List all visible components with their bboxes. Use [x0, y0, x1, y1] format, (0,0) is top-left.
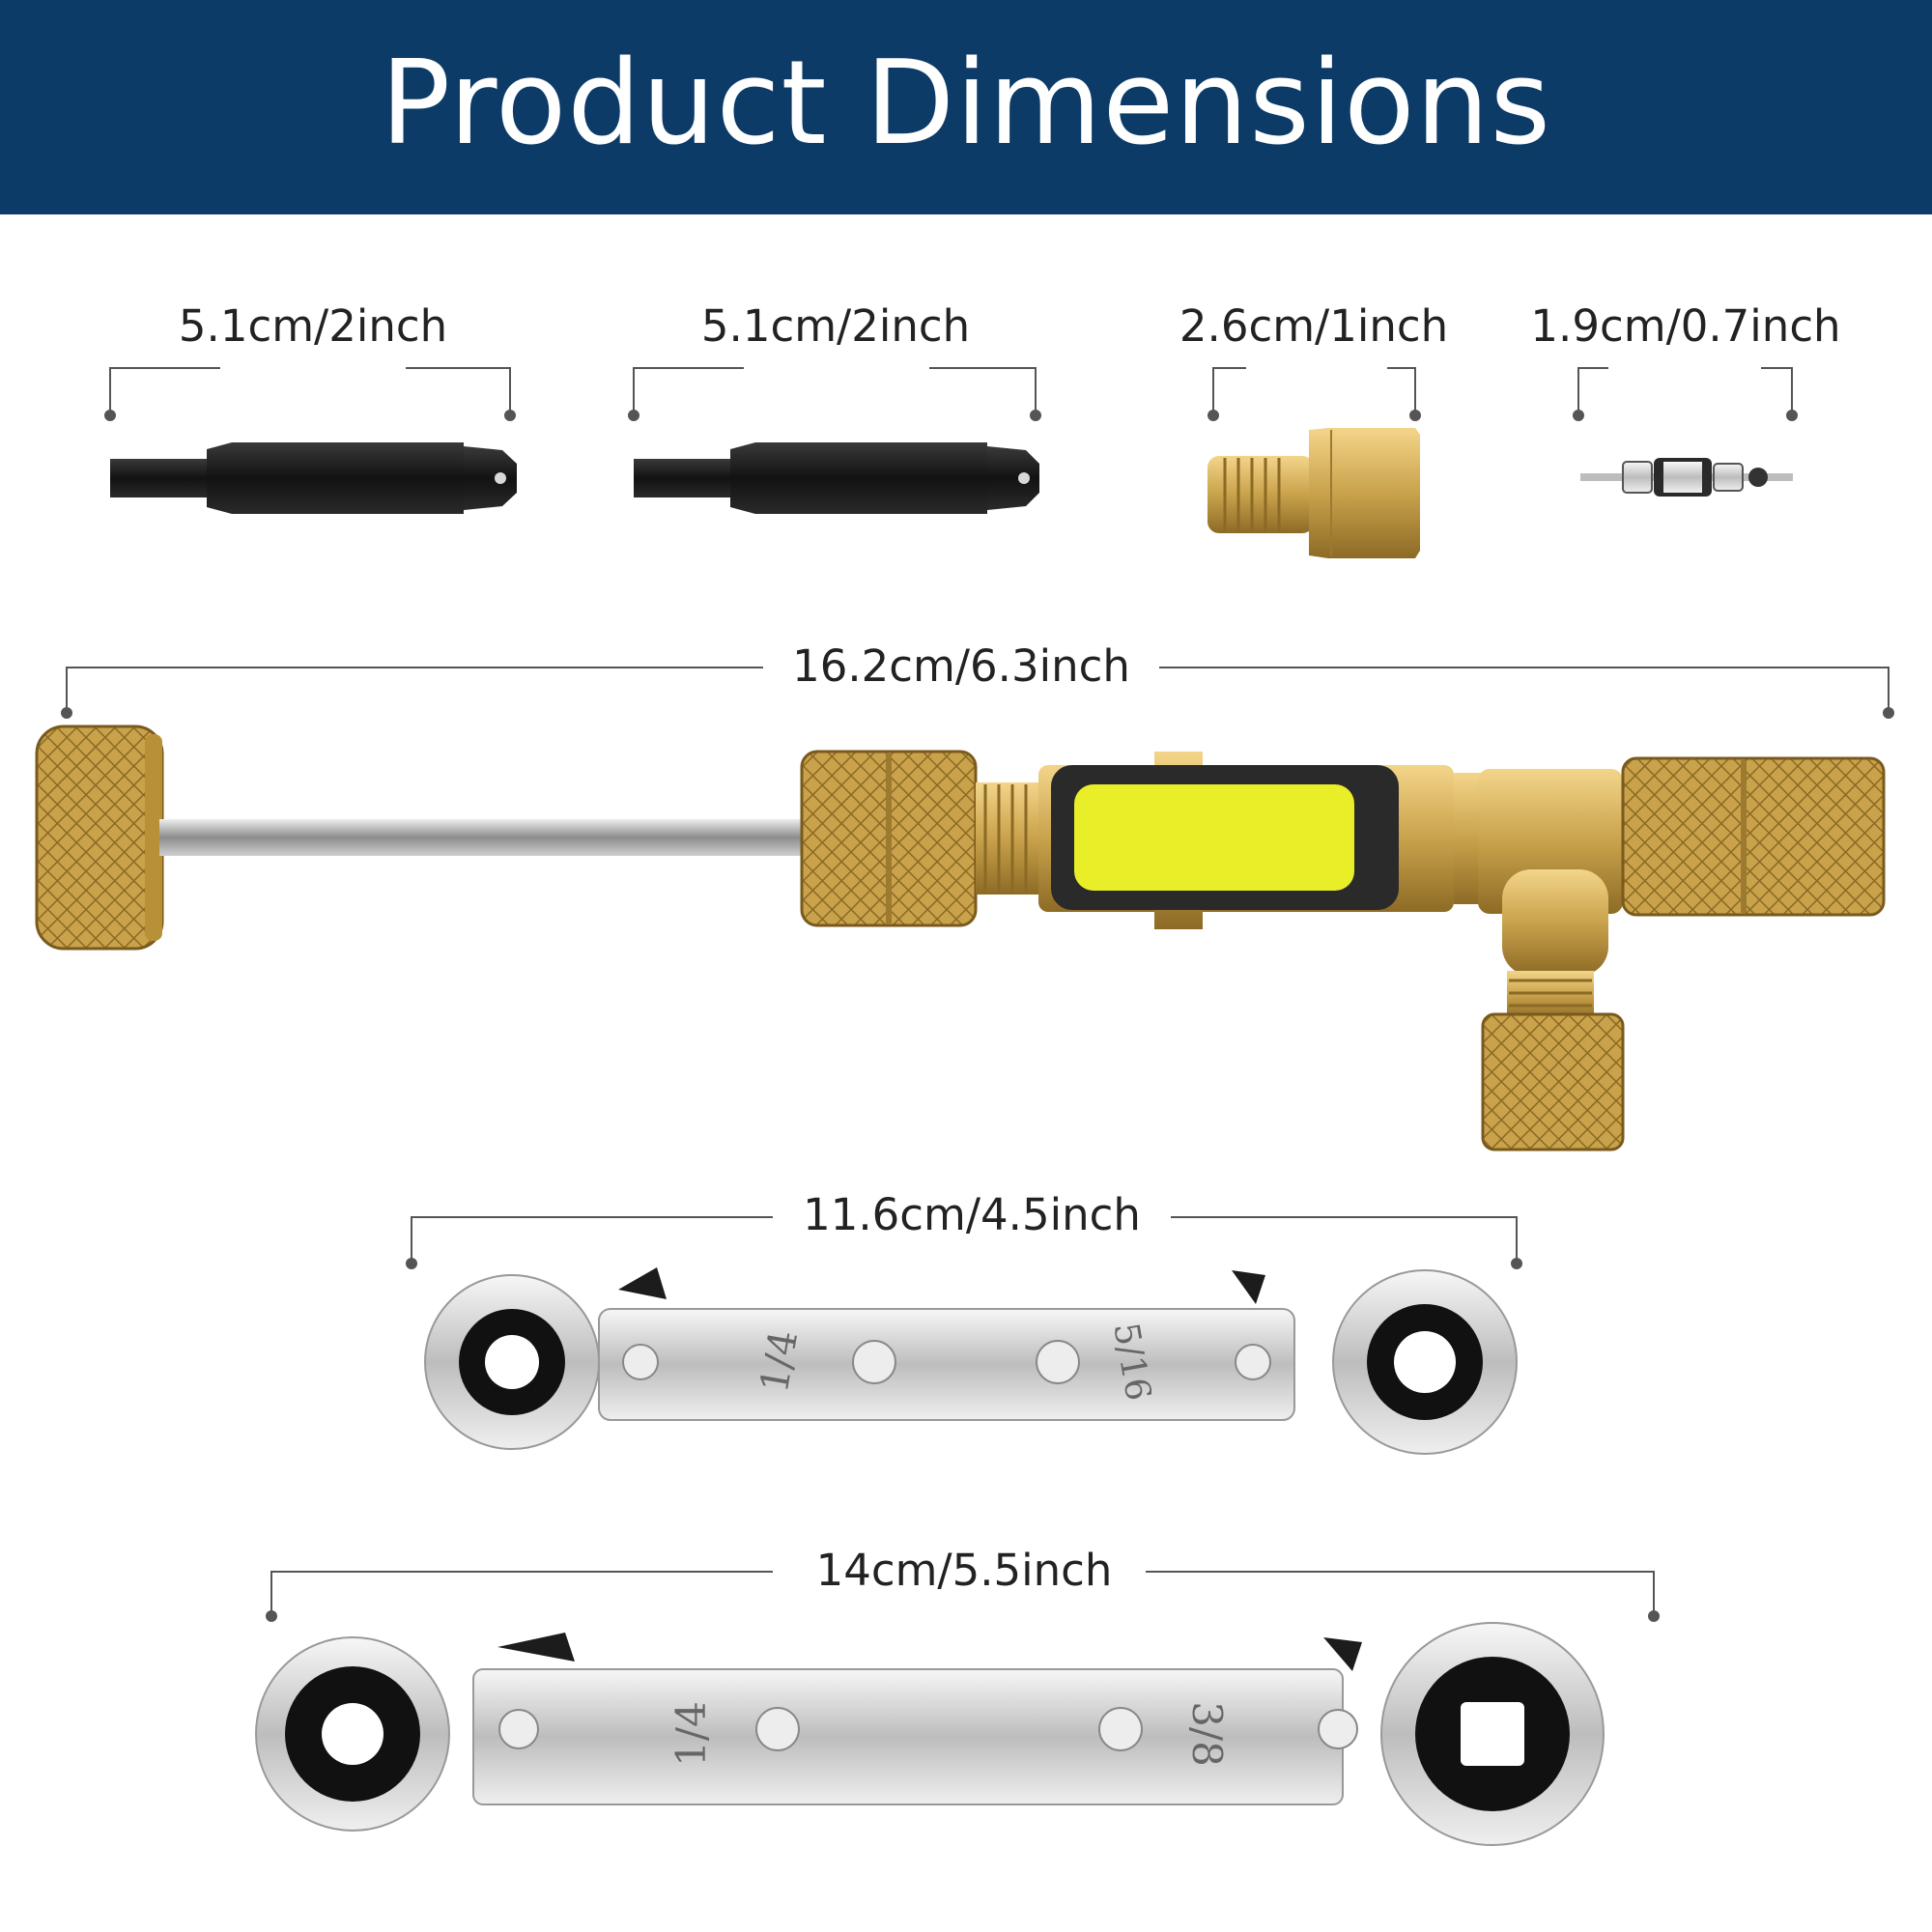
- dim-bracket-large-wrench: [266, 1571, 1660, 1622]
- dim-label-valve-core: 1.9cm/0.7inch: [1517, 299, 1855, 354]
- dim-bracket-hex-bit-1: [104, 367, 516, 421]
- dim-label-small-wrench: 11.6cm/4.5inch: [789, 1188, 1154, 1242]
- valve-core: [1580, 458, 1793, 497]
- small-ratchet-wrench: 1/4 5/16: [424, 1267, 1518, 1455]
- dim-bracket-core-remover: [61, 667, 1894, 719]
- dim-label-hex-bit-1: 5.1cm/2inch: [164, 299, 462, 354]
- dim-bracket-brass-adapter: [1208, 367, 1421, 421]
- dim-label-large-wrench: 14cm/5.5inch: [802, 1544, 1126, 1598]
- dim-bracket-hex-bit-2: [628, 367, 1041, 421]
- hex-bit-2: [634, 442, 1039, 514]
- small-wrench-mark-left: 1/4: [753, 1327, 807, 1396]
- large-ratchet-wrench: 1/4 3/8: [255, 1622, 1605, 1846]
- dim-label-core-remover: 16.2cm/6.3inch: [779, 639, 1144, 694]
- dim-bracket-small-wrench: [406, 1216, 1522, 1269]
- header-banner: Product Dimensions: [0, 0, 1932, 214]
- page-title: Product Dimensions: [380, 36, 1552, 171]
- large-wrench-mark-right: 3/8: [1183, 1701, 1231, 1767]
- dim-label-brass-adapter: 2.6cm/1inch: [1165, 299, 1463, 354]
- hex-bit-1: [110, 442, 517, 514]
- valve-core-remover: [35, 724, 1886, 1151]
- dim-label-hex-bit-2: 5.1cm/2inch: [687, 299, 984, 354]
- brass-adapter: [1208, 428, 1420, 558]
- dim-bracket-valve-core: [1573, 367, 1798, 421]
- large-wrench-mark-left: 1/4: [668, 1701, 715, 1767]
